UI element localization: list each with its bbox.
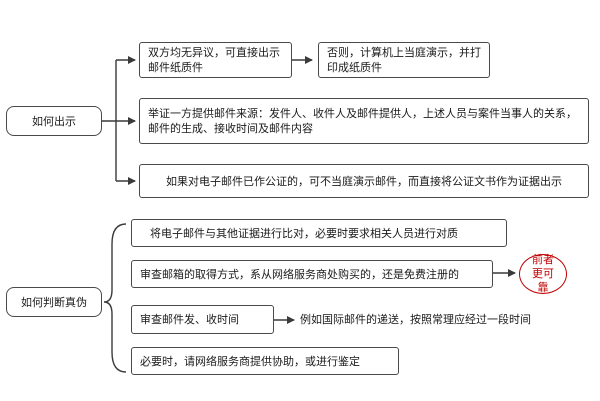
option-a-else-box: 否则，计算机上当庭演示，并打印成纸质件	[318, 42, 490, 78]
option-a-label: 双方均无异议，可直接出示邮件纸质件	[148, 46, 280, 74]
lower-brace	[103, 223, 127, 373]
method-3-box: 审查邮件发、收时间	[131, 305, 274, 334]
method-1-box: 将电子邮件与其他证据进行比对，必要时要求相关人员进行对质	[131, 219, 507, 247]
method-2-label: 审查邮箱的取得方式，系从网络服务商处购买的，还是免费注册的	[140, 267, 459, 281]
option-b-box: 举证一方提供邮件来源：发件人、收件人及邮件提供人，上述人员与案件当事人的关系，邮…	[139, 98, 589, 144]
root-how-to-present: 如何出示	[6, 106, 102, 136]
method-3-note-label: 例如国际邮件的递送，按照常理应经过一段时间	[300, 313, 531, 326]
method-1-label: 将电子邮件与其他证据进行比对，必要时要求相关人员进行对质	[150, 226, 458, 240]
root-how-to-present-label: 如何出示	[32, 114, 76, 128]
option-a-else-label: 否则，计算机上当庭演示，并打印成纸质件	[327, 46, 481, 74]
method-2-note-oval: 前者更可靠	[519, 253, 567, 294]
upper-trunk	[102, 60, 117, 181]
option-b-label: 举证一方提供邮件来源：发件人、收件人及邮件提供人，上述人员与案件当事人的关系，邮…	[148, 107, 577, 135]
method-2-box: 审查邮箱的取得方式，系从网络服务商处购买的，还是免费注册的	[131, 260, 493, 288]
option-c-box: 如果对电子邮件已作公证的，可不当庭演示邮件，而直接将公证文书作为证据出示	[139, 164, 589, 198]
option-c-label: 如果对电子邮件已作公证的，可不当庭演示邮件，而直接将公证文书作为证据出示	[166, 174, 562, 188]
option-a-box: 双方均无异议，可直接出示邮件纸质件	[139, 42, 292, 78]
method-4-box: 必要时，请网络服务商提供协助，或进行鉴定	[131, 347, 399, 375]
method-4-label: 必要时，请网络服务商提供协助，或进行鉴定	[140, 354, 360, 368]
root-how-to-judge-label: 如何判断真伪	[21, 295, 87, 309]
root-how-to-judge-authenticity: 如何判断真伪	[6, 287, 102, 317]
method-3-label: 审查邮件发、收时间	[140, 313, 239, 326]
method-3-note: 例如国际邮件的递送，按照常理应经过一段时间	[300, 312, 531, 327]
method-2-note-label: 前者更可靠	[532, 253, 554, 294]
